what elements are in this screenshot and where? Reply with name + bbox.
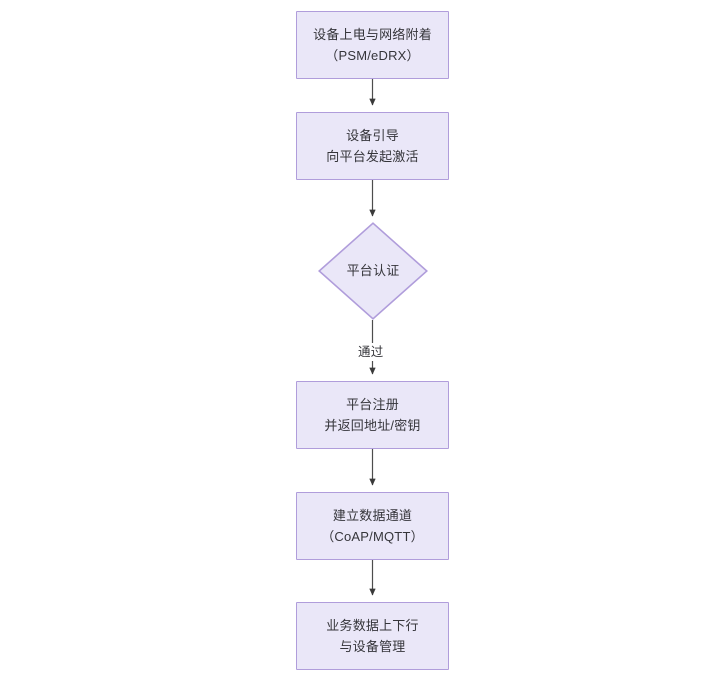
node-platform-auth-decision[interactable]: 平台认证 [318,222,428,320]
node-platform-register[interactable]: 平台注册 并返回地址/密钥 [296,381,449,449]
node-device-bootstrap[interactable]: 设备引导 向平台发起激活 [296,112,449,180]
node-label: 设备上电与网络附着 （PSM/eDRX） [313,27,432,63]
node-device-power-on[interactable]: 设备上电与网络附着 （PSM/eDRX） [296,11,449,79]
node-business-data-and-device-management[interactable]: 业务数据上下行 与设备管理 [296,602,449,670]
node-establish-data-channel[interactable]: 建立数据通道 （CoAP/MQTT） [296,492,449,560]
diamond-shape-icon [318,222,428,320]
node-label: 平台认证 [346,263,400,278]
node-label: 建立数据通道 （CoAP/MQTT） [321,508,424,544]
node-label: 设备引导 向平台发起激活 [326,128,419,164]
node-label: 业务数据上下行 与设备管理 [326,618,419,654]
edge-label-pass: 通过 [355,343,387,361]
node-label: 平台注册 并返回地址/密钥 [324,397,421,433]
